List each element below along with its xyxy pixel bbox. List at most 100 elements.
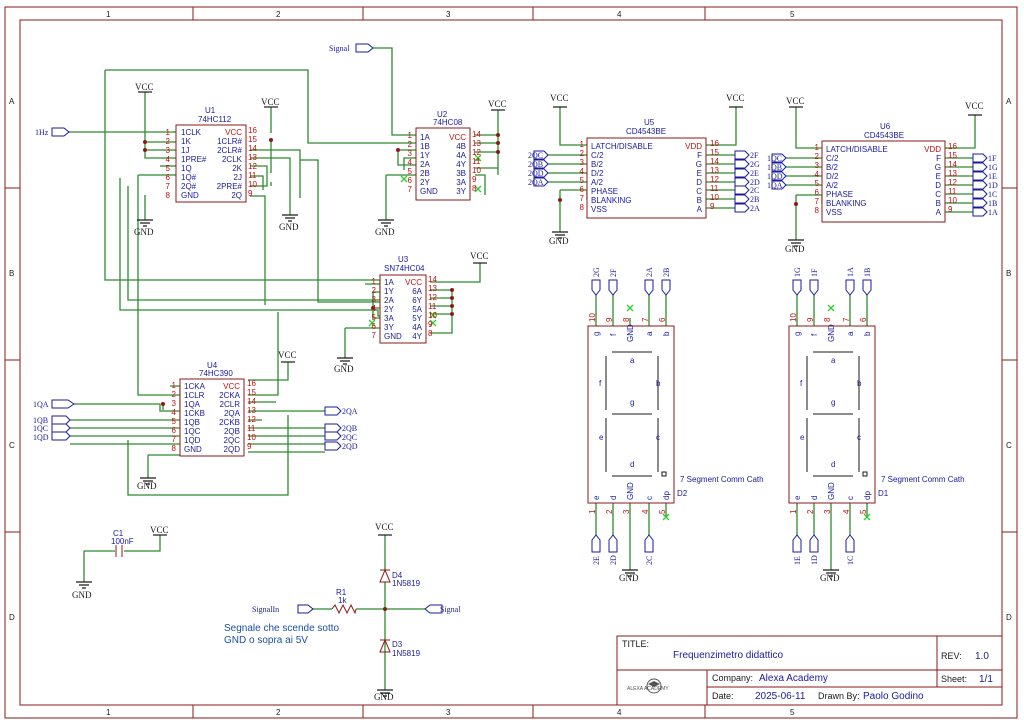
pin-label: 1A: [420, 133, 430, 142]
pin-label: 2CLR#: [217, 146, 242, 155]
pin-number: 6: [172, 426, 177, 435]
grid-col-label: 1: [106, 10, 111, 19]
pin-label: GND: [827, 324, 836, 342]
pin-number: 14: [948, 160, 957, 169]
segment-labels: a f b g e c d: [599, 356, 661, 469]
pin-number: 13: [248, 153, 257, 162]
pin-number: 16: [248, 126, 257, 135]
ic-pin-numbers: 1 2 3 4 5 6 7 8 16 15 14 13 12 11 10 9: [166, 126, 258, 200]
pin-number: 2: [408, 140, 413, 149]
pin-label: 5A: [412, 305, 422, 314]
pin-number: 2: [580, 149, 585, 158]
pin-label: GND: [420, 187, 438, 196]
pin-label: B: [697, 196, 702, 205]
pin-label: 2A: [420, 160, 430, 169]
pin-number: 16: [247, 379, 256, 388]
pin-label: 6Y: [412, 296, 422, 305]
net-label: 1A: [988, 208, 998, 217]
grid-row-label: C: [9, 441, 15, 450]
u3-sn74hc04: U3 SN74HC04 1A 1Y 2A 2Y 3A 3Y GND VCC 6A…: [372, 255, 437, 344]
ic-part: CD4543BE: [626, 127, 666, 136]
pin-label: 1A: [384, 278, 394, 287]
gnd-label: GND: [375, 227, 395, 237]
pin-label: d: [609, 496, 618, 500]
net-flag-1hz: [51, 127, 70, 137]
segment-label: a: [630, 356, 635, 365]
net-label: 2QA: [528, 178, 544, 187]
pin-label: f: [810, 333, 819, 336]
net-label: 2C: [645, 556, 654, 565]
display-segments: [605, 351, 667, 477]
vcc-symbols: VCC VCC VCC VCC VCC VCC VCC VCC VCC VCC …: [135, 82, 984, 536]
grid-col-label: 3: [446, 10, 451, 19]
pin-number: 2: [372, 286, 377, 295]
pin-number: 13: [428, 284, 437, 293]
pin-number: 2: [815, 152, 820, 161]
net-label: 2E: [592, 556, 601, 565]
gnd-label: GND: [820, 573, 840, 583]
pin-number: 10: [948, 196, 957, 205]
date-label: Date:: [712, 691, 734, 701]
pin-number: 12: [248, 162, 257, 171]
net-label: 1E: [988, 172, 997, 181]
pin-number: 3: [580, 158, 585, 167]
pin-number: 9: [710, 202, 715, 211]
pin-number: 1: [172, 381, 177, 390]
gnd-label: GND: [334, 364, 354, 374]
net-label: 1QC: [33, 424, 48, 433]
net-label: 2G: [592, 267, 601, 277]
display-desc: 7 Segment Comm Cath: [881, 475, 965, 484]
pin-number: 8: [172, 444, 177, 453]
pin-label: 2CLR: [220, 400, 241, 409]
segment-label: g: [831, 398, 835, 407]
net-label: Signal: [329, 44, 350, 53]
pin-label: 2Y: [384, 305, 394, 314]
net-label: 1QD: [767, 172, 783, 181]
pin-number: 6: [408, 176, 413, 185]
pin-label: b: [662, 331, 671, 336]
grid-row-label: A: [1006, 97, 1012, 106]
pin-label: a: [846, 331, 855, 336]
pin-number: 6: [815, 188, 820, 197]
pin-label: g: [592, 332, 601, 336]
grid-row-label: A: [9, 97, 15, 106]
pin-number: 6: [372, 322, 377, 331]
pin-number: 14: [710, 157, 719, 166]
ic-pin-numbers: 1 2 3 4 5 6 7 14 13 12 11 10 9 8: [408, 130, 482, 194]
pin-number: 2: [605, 509, 614, 514]
segment-label: c: [857, 433, 861, 442]
net-label: 1A: [846, 267, 855, 277]
net-label: 2D: [750, 178, 760, 187]
pin-number: 8: [166, 191, 171, 200]
net-label: 1QB: [33, 416, 48, 425]
display-ref: D2: [677, 489, 688, 498]
net-label: 2G: [750, 160, 760, 169]
pin-number: 13: [948, 169, 957, 178]
gnd-symbols: GND GND GND GND GND GND GND GND GND GND …: [72, 214, 840, 702]
pin-label: 1CLR: [184, 391, 205, 400]
pin-number: 1: [588, 509, 597, 514]
vcc-label: VCC: [965, 101, 984, 111]
net-label: 1F: [810, 268, 819, 277]
pin-number: 5: [172, 417, 177, 426]
net-label: 2QC: [342, 433, 357, 442]
pin-number: 1: [166, 128, 171, 137]
pin-label: C/2: [826, 154, 839, 163]
ic-pin-labels: 1A 1B 1Y 2A 2B 2Y GND VCC 4B 4A 4Y 3B 3A…: [420, 133, 467, 196]
display-ref: D1: [878, 489, 889, 498]
net-label: 1D: [810, 555, 819, 565]
pin-label: f: [609, 333, 618, 336]
pin-label: PHASE: [591, 187, 618, 196]
segment-label: e: [599, 433, 604, 442]
ic-ref: U1: [205, 106, 216, 115]
no-connect-marks: [368, 154, 871, 521]
net-label: 2A: [750, 204, 760, 213]
pin-number: 5: [166, 164, 171, 173]
drawn-value: Paolo Godino: [863, 691, 924, 702]
pin-label: 1Q: [181, 164, 192, 173]
pin-label: VSS: [826, 208, 842, 217]
pin-label: D/2: [591, 169, 604, 178]
net-label: 2F: [750, 151, 759, 160]
pin-label: C/2: [591, 151, 604, 160]
pin-label: 1B: [420, 142, 430, 151]
